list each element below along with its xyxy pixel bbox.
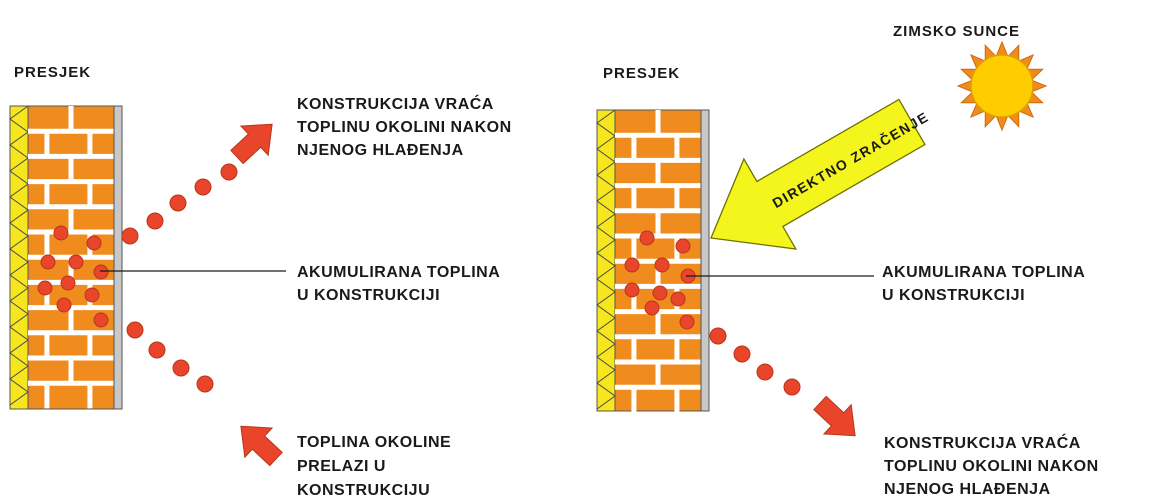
- heat-dot: [93, 312, 109, 328]
- svg-text:NJENOG HLAĐENJA: NJENOG HLAĐENJA: [297, 142, 464, 159]
- left-release-arrow: [230, 123, 273, 165]
- left-intake-label: TOPLINA OKOLINE PRELAZI U KONSTRUKCIJU: [297, 434, 451, 499]
- svg-text:U KONSTRUKCIJI: U KONSTRUKCIJI: [882, 287, 1025, 304]
- heat-dot: [652, 285, 668, 301]
- heat-dot: [148, 341, 166, 359]
- svg-text:NJENOG HLAĐENJA: NJENOG HLAĐENJA: [884, 481, 1051, 498]
- left-release-label: KONSTRUKCIJA VRAĆA TOPLINU OKOLINI NAKON…: [297, 94, 512, 159]
- left-panel: PRESJEK KONSTRUKCIJA VRAĆA TOPLINU OKOLI…: [9, 64, 512, 499]
- svg-text:TOPLINU OKOLINI NAKON: TOPLINU OKOLINI NAKON: [884, 458, 1099, 475]
- right-release-arrow: [813, 395, 856, 437]
- insulation-zigzag: [9, 105, 29, 406]
- heat-dot: [624, 282, 640, 298]
- svg-text:AKUMULIRANA TOPLINA: AKUMULIRANA TOPLINA: [297, 264, 500, 281]
- radiation-label: DIREKTNO ZRAČENJE: [769, 107, 932, 211]
- svg-text:KONSTRUKCIJU: KONSTRUKCIJU: [297, 482, 430, 499]
- heat-dot: [169, 194, 187, 212]
- direct-radiation-arrow: DIREKTNO ZRAČENJE: [710, 98, 932, 250]
- heat-dot: [733, 345, 751, 363]
- heat-dot: [783, 378, 801, 396]
- heat-dot: [40, 254, 56, 270]
- heat-dot: [68, 254, 84, 270]
- left-wall-section: [9, 105, 123, 410]
- right-stored-heat-label: AKUMULIRANA TOPLINA U KONSTRUKCIJI: [882, 264, 1085, 304]
- heat-dot: [37, 280, 53, 296]
- heat-dot: [220, 163, 238, 181]
- svg-text:PRELAZI U: PRELAZI U: [297, 458, 386, 475]
- heat-dot: [56, 297, 72, 313]
- heat-dot: [60, 275, 76, 291]
- heat-dot: [126, 321, 144, 339]
- left-section-label: PRESJEK: [14, 64, 91, 81]
- heat-dot: [624, 257, 640, 273]
- heat-dot: [194, 178, 212, 196]
- left-insulation-hatch: [9, 105, 29, 406]
- heat-dot: [679, 314, 695, 330]
- right-plaster-layer: [700, 109, 710, 412]
- heat-dot: [121, 227, 139, 245]
- left-stored-heat-dots: [37, 225, 109, 328]
- heat-dot: [709, 327, 727, 345]
- heat-dot: [53, 225, 69, 241]
- svg-text:AKUMULIRANA TOPLINA: AKUMULIRANA TOPLINA: [882, 264, 1085, 281]
- insulation-zigzag: [596, 109, 616, 410]
- right-wall-section: [596, 109, 710, 413]
- sun-label: ZIMSKO SUNCE: [893, 23, 1020, 40]
- right-stored-heat-dots: [624, 230, 696, 330]
- svg-text:KONSTRUKCIJA VRAĆA: KONSTRUKCIJA VRAĆA: [297, 94, 494, 113]
- right-release-label: KONSTRUKCIJA VRAĆA TOPLINU OKOLINI NAKON…: [884, 433, 1099, 498]
- heat-dot: [84, 287, 100, 303]
- right-release-heat-path: [709, 327, 801, 396]
- heat-dot: [644, 300, 660, 316]
- sun-icon: [956, 40, 1048, 132]
- heat-dot: [172, 359, 190, 377]
- svg-text:U KONSTRUKCIJI: U KONSTRUKCIJI: [297, 287, 440, 304]
- heat-dot: [675, 238, 691, 254]
- left-stored-heat-label: AKUMULIRANA TOPLINA U KONSTRUKCIJI: [297, 264, 500, 304]
- svg-text:TOPLINU OKOLINI NAKON: TOPLINU OKOLINI NAKON: [297, 119, 512, 136]
- right-section-label: PRESJEK: [603, 65, 680, 82]
- heat-dot: [756, 363, 774, 381]
- heat-dot: [86, 235, 102, 251]
- heat-dot: [93, 264, 109, 280]
- left-intake-arrow: [240, 425, 283, 467]
- heat-dot: [654, 257, 670, 273]
- svg-text:KONSTRUKCIJA VRAĆA: KONSTRUKCIJA VRAĆA: [884, 433, 1081, 452]
- left-intake-heat-path: [126, 321, 214, 393]
- svg-text:TOPLINA OKOLINE: TOPLINA OKOLINE: [297, 434, 451, 451]
- left-plaster-layer: [113, 105, 123, 410]
- right-panel: PRESJEK ZIMSKO SUNCE DIREKTNO ZRAČENJE A…: [596, 23, 1099, 498]
- right-insulation-hatch: [596, 109, 616, 410]
- left-release-heat-path: [121, 163, 238, 245]
- heat-dot: [639, 230, 655, 246]
- heat-dot: [196, 375, 214, 393]
- heat-dot: [670, 291, 686, 307]
- heat-dot: [146, 212, 164, 230]
